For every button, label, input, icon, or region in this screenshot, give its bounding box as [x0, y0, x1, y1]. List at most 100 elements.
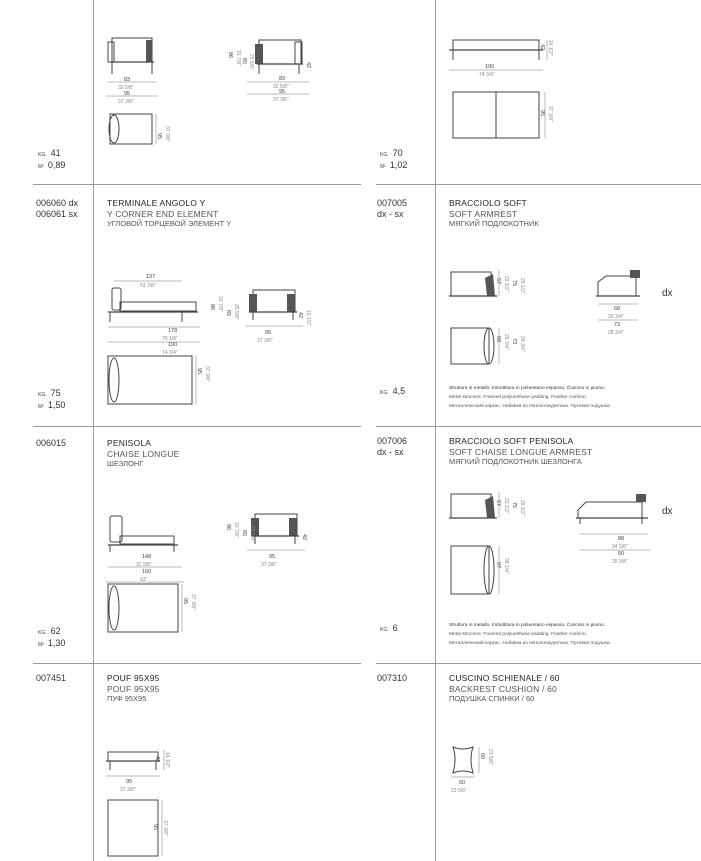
dim-label: 57	[495, 500, 501, 506]
armchair-side-drawing: 86 33 7/8" 65 25 5/8" 42 83 32 5/8" 95 3…	[227, 39, 311, 103]
dim-label: 37 3/8"	[190, 594, 196, 610]
corner-end-side-drawing: 86 33 7/8" 65 25 5/8" 42 16 1/2" 95 37 3…	[209, 289, 311, 344]
dim-label: 16 1/2"	[305, 310, 311, 326]
product-name-en: Y CORNER END ELEMENT	[107, 208, 219, 219]
product-names: CUSCINO SCHIENALE / 60 BACKREST CUSHION …	[449, 673, 560, 704]
dim-label: 26 3/4"	[503, 334, 509, 350]
product-code: 007310	[377, 673, 408, 683]
armchair-dimension-labels: 83 32 5/8" 95 37 3/8" 95 37 3/8"	[118, 77, 170, 142]
product-name-en: SOFT CHAISE LONGUE ARMREST	[449, 446, 593, 457]
dim-label: 42	[539, 44, 545, 50]
dim-label: 95	[269, 554, 275, 560]
product-code-group: 006015	[36, 438, 66, 449]
product-name-en: BACKREST CUSHION / 60	[449, 683, 557, 694]
dim-label: 63"	[140, 577, 148, 583]
dim-label: 37 3/8"	[257, 338, 273, 344]
weight: KG.62	[38, 626, 61, 636]
dim-label: 26 3/4"	[608, 314, 624, 320]
pouf-drawing: 42 16 1/2" 95 37 3/8" 95 37 3/8"	[106, 750, 170, 857]
weight: KG.70	[380, 148, 403, 158]
corner-end-element-drawing: 137 53 7/8" 178 70 1/8" 190 74 3/4" 95 3…	[107, 274, 210, 405]
dim-label: 23 5/8"	[487, 749, 493, 765]
dim-label: 137	[146, 274, 155, 280]
chaise-longue-side-drawing: 86 33 7/8" 65 25 5/8" 42 95 37 3/8"	[225, 513, 307, 568]
product-code-group: 007006 dx - sx	[377, 436, 407, 458]
dim-label: 178	[168, 328, 177, 334]
dim-label: 95	[196, 368, 202, 374]
dim-label: 83	[124, 77, 130, 83]
product-code: dx - sx	[377, 447, 404, 457]
dim-label: 57	[495, 278, 501, 284]
dim-label: 88	[618, 536, 624, 542]
left-column-divider	[93, 0, 94, 861]
dim-label: 16 1/2"	[164, 752, 170, 768]
product-names: BRACCIOLO SOFT PENISOLA SOFT CHAISE LONG…	[449, 436, 592, 467]
dim-label: 16 1/2"	[547, 40, 553, 56]
weight: KG.6	[380, 623, 398, 633]
dim-label: 60	[479, 753, 485, 759]
dim-label: 75	[511, 502, 517, 508]
product-code-group: 006060 dx 006061 sx	[36, 198, 78, 220]
dim-label: 95	[152, 824, 158, 830]
row-separator	[33, 663, 361, 664]
side-label: dx	[662, 506, 673, 517]
dim-label: 28 3/4"	[608, 330, 624, 336]
product-names: PENISOLA CHAISE LONGUE ШЕЗЛОНГ	[107, 438, 180, 469]
dim-label: 32 5/8"	[118, 85, 134, 91]
soft-armrest-side-drawing: 68 26 3/4" 73 28 3/4"	[596, 270, 640, 336]
weight: KG.41	[38, 148, 61, 158]
dim-label: 37 3/8"	[273, 97, 289, 103]
soft-chaise-armrest-side-drawing: 88 34 5/8" 90 35 3/8"	[576, 494, 650, 565]
weight: KG.75	[38, 388, 61, 398]
dim-label: 60	[459, 780, 465, 786]
material-notes: Struttura in metallo. Imbottitura in pol…	[449, 384, 611, 411]
product-code: 006060 dx	[36, 198, 79, 208]
row-separator	[33, 426, 361, 427]
dim-label: 65	[241, 530, 247, 536]
dim-label: 97	[495, 562, 501, 568]
dim-label: 33 7/8"	[233, 522, 239, 538]
row-separator	[376, 663, 701, 664]
dim-label: 42	[305, 62, 311, 68]
dim-label: 86	[227, 52, 233, 58]
soft-armrest-drawing: 57 22 1/2" 75 29 1/2" 68 26 3/4" 73 28 3…	[449, 270, 525, 365]
product-name-en: SOFT ARMREST	[449, 208, 518, 219]
note-en: Metal structure. Foamed polyurethane pad…	[449, 632, 587, 637]
product-code: 007006	[377, 436, 408, 446]
dim-label: 74 3/4"	[479, 72, 495, 78]
dim-label: 68	[614, 306, 620, 312]
dim-label: 32 5/8"	[136, 562, 152, 568]
product-name-ru: УГЛОВОЙ ТОРЦЕВОЙ ЭЛЕМЕНТ Y	[107, 219, 232, 228]
dim-label: 25 5/8"	[249, 526, 255, 542]
dim-label: 37 3/8"	[162, 820, 168, 836]
soft-chaise-armrest-drawing: 57 22 1/2" 75 29 1/2" 97 38 1/4"	[449, 492, 525, 595]
seat-element-drawing: 42 16 1/2" 190 74 3/4" 95 37 3/8"	[449, 39, 553, 139]
dim-label: 38 1/4"	[503, 558, 509, 574]
dim-label: 37 3/8"	[547, 106, 553, 122]
product-name-it: TERMINALE ANGOLO Y	[107, 198, 206, 208]
dim-label: 90	[618, 551, 624, 557]
dim-label: 33 7/8"	[217, 296, 223, 312]
dim-label: 74 3/4"	[162, 350, 178, 356]
product-name-it: BRACCIOLO SOFT PENISOLA	[449, 436, 574, 446]
dim-label: 37 3/8"	[120, 787, 136, 793]
dim-label: 35 3/8"	[612, 559, 628, 565]
dim-label: 65	[241, 58, 247, 64]
side-label: dx	[662, 288, 673, 299]
dim-label: 73	[614, 322, 620, 328]
dim-label: 86	[225, 524, 231, 530]
dim-label: 190	[485, 64, 494, 70]
dim-label: 42	[297, 312, 303, 318]
dim-label: 22 1/2"	[503, 498, 509, 514]
dim-label: 25 5/8"	[248, 54, 254, 70]
dim-label: 37 3/8"	[118, 99, 134, 105]
material-notes: Struttura in metallo. Imbottitura in pol…	[449, 621, 611, 648]
product-name-en: CHAISE LONGUE	[107, 448, 180, 459]
dim-label: 23 5/8"	[451, 788, 467, 794]
product-name-ru: МЯГКИЙ ПОДЛОКОТНИК	[449, 219, 539, 228]
dim-label: 75	[511, 280, 517, 286]
product-name-it: POUF 95X95	[107, 673, 160, 683]
